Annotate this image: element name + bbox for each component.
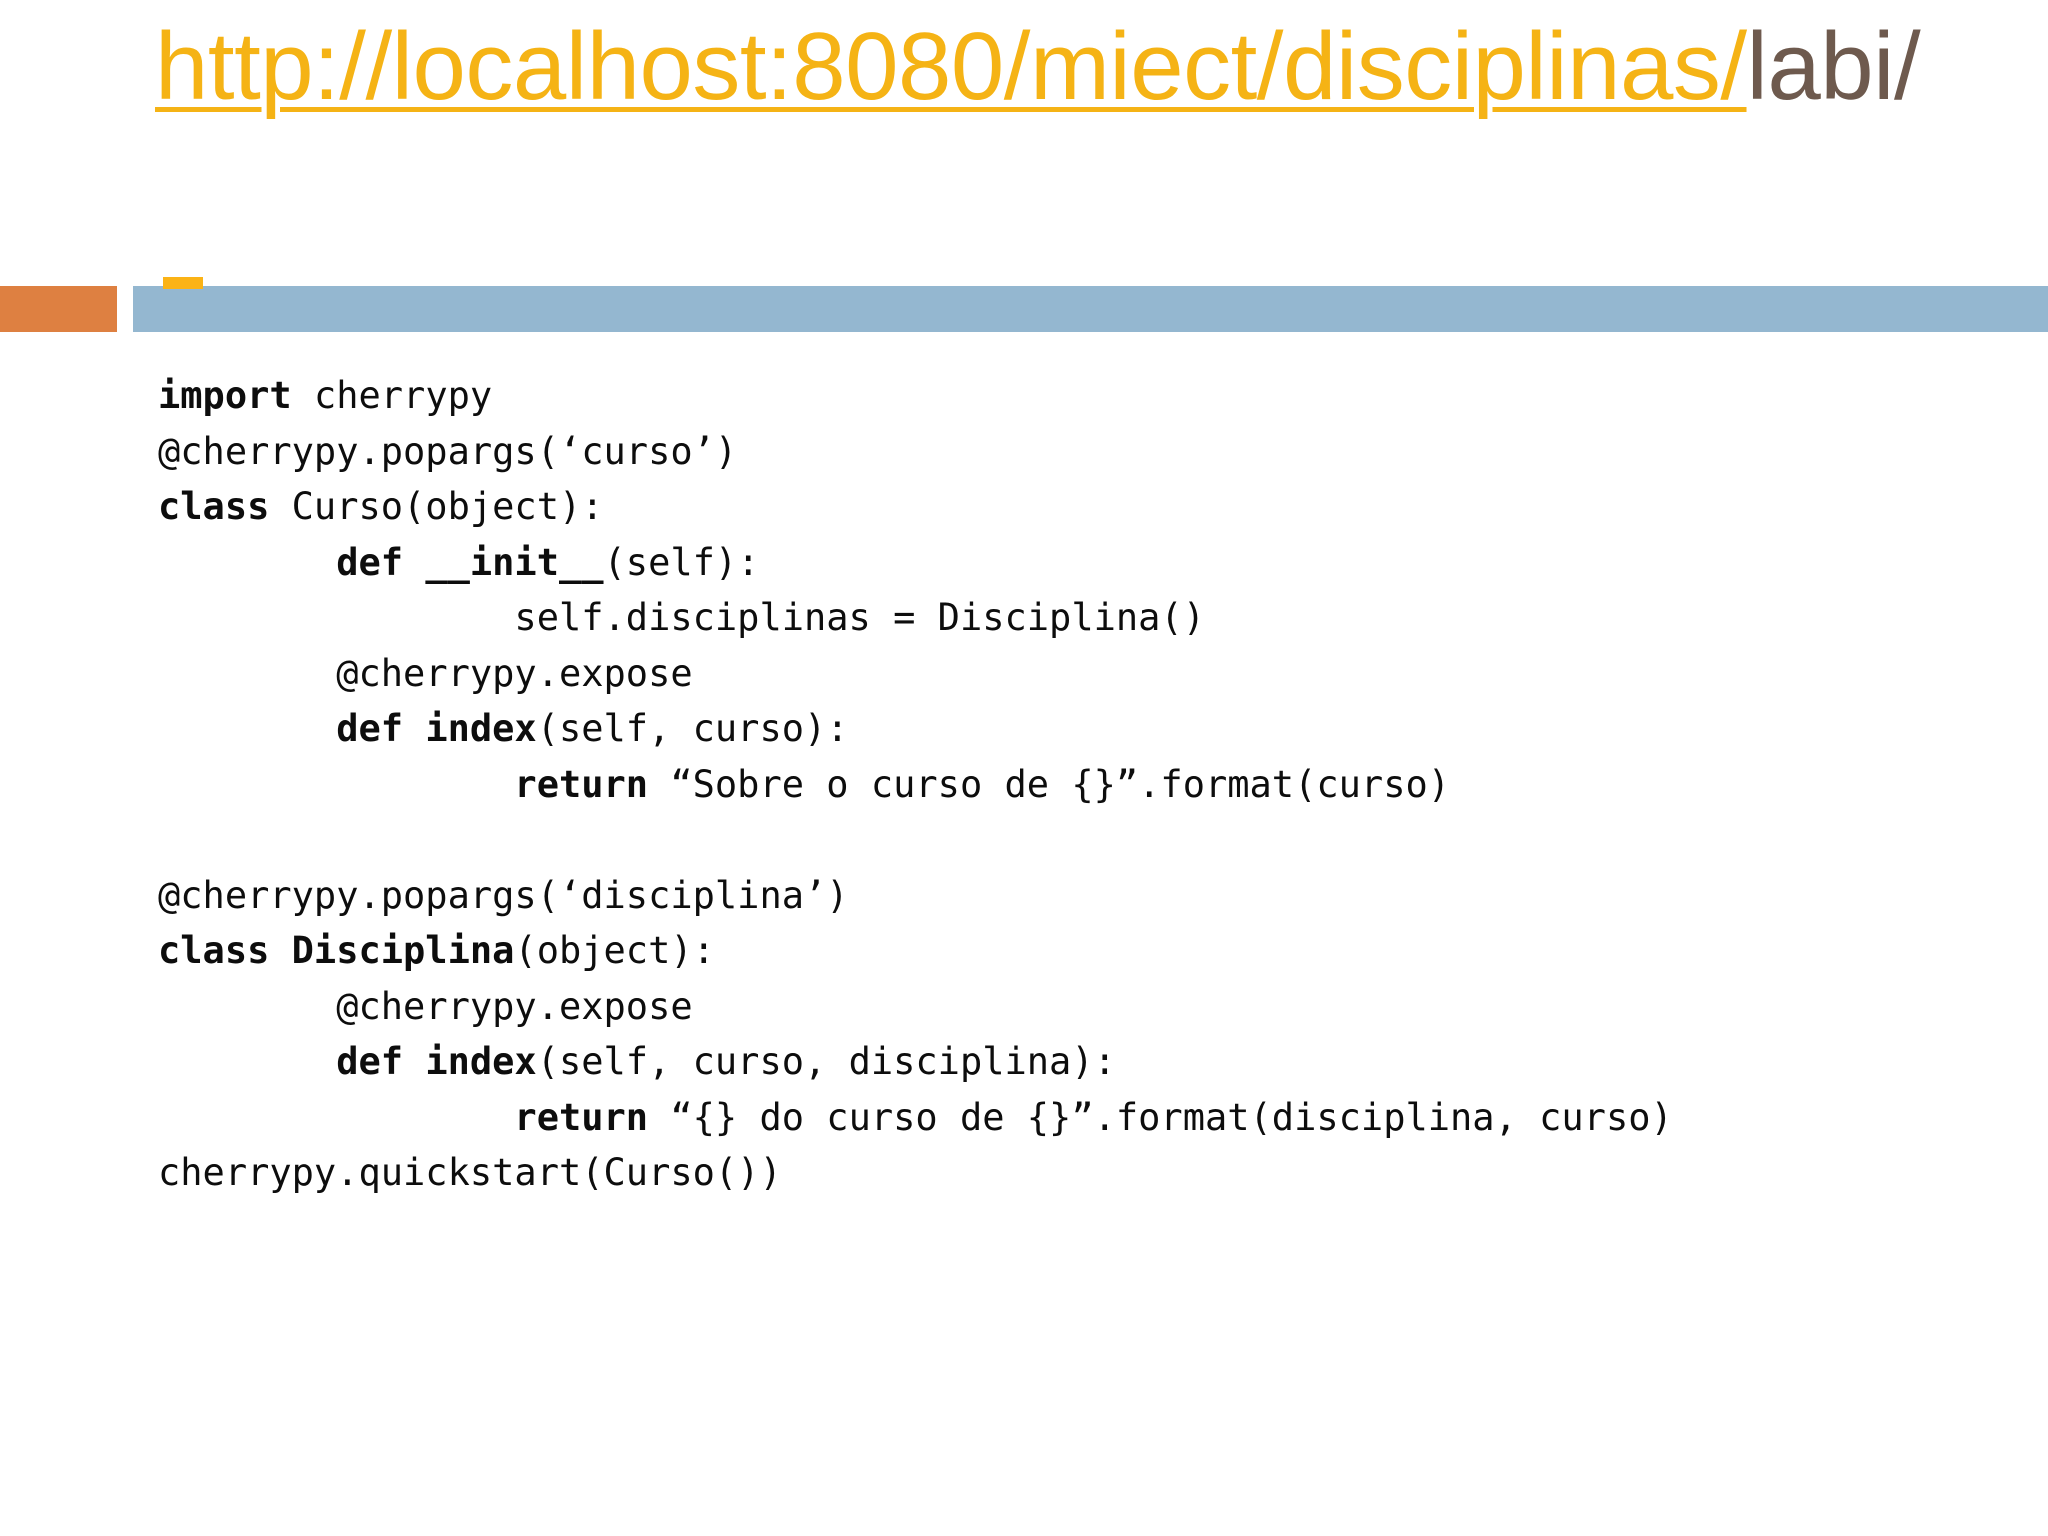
code-keyword: def __init__	[336, 540, 604, 584]
page-title: http://localhost:8080/miect/disciplinas/…	[155, 10, 1975, 123]
code-line: def index(self, curso, disciplina):	[158, 1034, 1958, 1090]
code-text: @cherrypy.expose	[158, 984, 693, 1028]
code-text: @cherrypy.popargs(‘curso’)	[158, 429, 738, 473]
code-text	[158, 707, 336, 750]
code-line: @cherrypy.popargs(‘curso’)	[158, 424, 1958, 480]
title-url-link[interactable]: http://localhost:8080/miect/disciplinas/	[155, 13, 1747, 120]
code-text: (self):	[603, 540, 760, 584]
code-line: return “Sobre o curso de {}”.format(curs…	[158, 757, 1958, 813]
code-line: @cherrypy.popargs(‘disciplina’)	[158, 868, 1958, 924]
code-text	[158, 1096, 514, 1139]
code-line	[158, 812, 1958, 868]
code-text: (object):	[514, 929, 715, 972]
code-text: @cherrypy.popargs(‘disciplina’)	[158, 873, 849, 917]
divider-bar-orange	[0, 286, 117, 332]
code-text: @cherrypy.expose	[158, 651, 693, 695]
code-keyword: class Disciplina	[158, 929, 515, 972]
code-text	[158, 763, 514, 806]
code-line: @cherrypy.expose	[158, 979, 1958, 1035]
code-keyword: class	[158, 485, 292, 528]
code-text	[158, 541, 336, 584]
code-keyword: import	[158, 374, 314, 417]
code-text: self.disciplinas = Disciplina()	[158, 596, 1205, 639]
code-keyword: return	[514, 1095, 671, 1139]
code-line: class Curso(object):	[158, 479, 1958, 535]
code-text: “{} do curso de {}”.format(disciplina, c…	[670, 1095, 1673, 1139]
divider-bar-blue	[133, 286, 2048, 332]
code-text: (self, curso):	[536, 707, 849, 750]
code-keyword: def index	[336, 1040, 537, 1083]
code-text: cherrypy.quickstart(Curso())	[158, 1151, 782, 1194]
code-line: import cherrypy	[158, 368, 1958, 424]
code-line: cherrypy.quickstart(Curso())	[158, 1145, 1958, 1201]
code-text: cherrypy	[313, 374, 493, 417]
code-text: Curso(object):	[291, 485, 604, 528]
code-text: “Sobre o curso de {}”.format(curso)	[670, 762, 1451, 806]
code-line: return “{} do curso de {}”.format(discip…	[158, 1090, 1958, 1146]
divider-accent-tab	[163, 277, 203, 289]
code-line: self.disciplinas = Disciplina()	[158, 590, 1958, 646]
code-line: def __init__(self):	[158, 535, 1958, 591]
code-keyword: def index	[336, 707, 537, 750]
code-text	[158, 1040, 336, 1083]
code-keyword: return	[514, 762, 671, 806]
code-block: import cherrypy @cherrypy.popargs(‘curso’…	[158, 368, 1958, 1201]
code-line: def index(self, curso):	[158, 701, 1958, 757]
code-line: @cherrypy.expose	[158, 646, 1958, 702]
code-text: (self, curso, disciplina):	[536, 1040, 1116, 1083]
title-url-tail: labi/	[1746, 13, 1921, 120]
code-line: class Disciplina(object):	[158, 923, 1958, 979]
